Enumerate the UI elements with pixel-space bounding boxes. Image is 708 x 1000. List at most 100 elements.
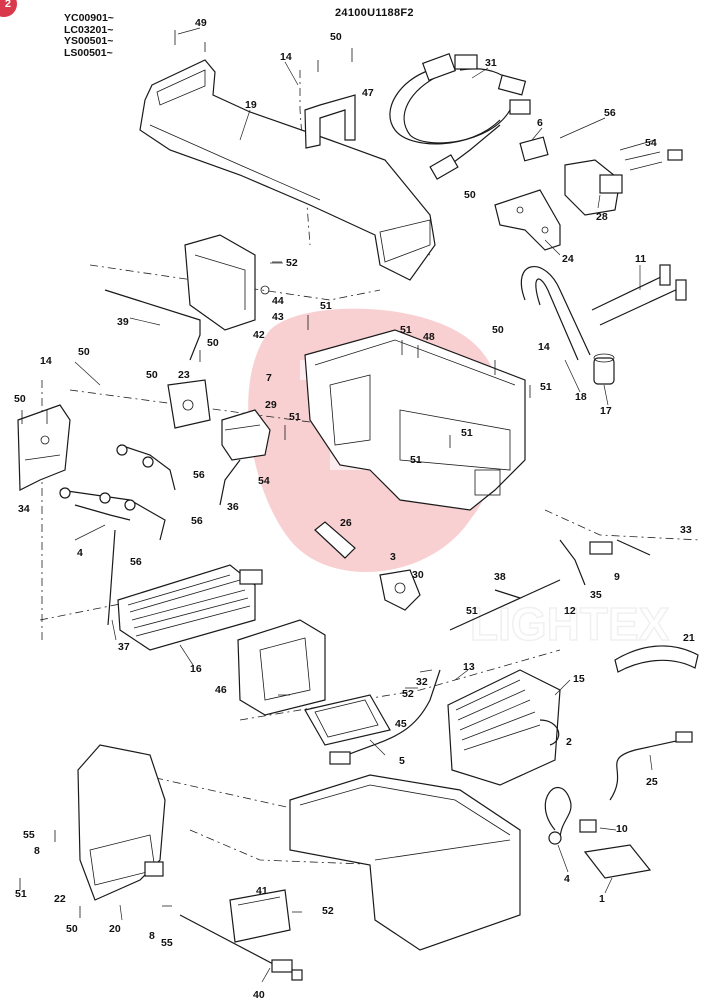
pad-1 — [583, 844, 652, 879]
bracket-assembly-42 — [184, 234, 270, 331]
callout-8: 8 — [149, 930, 155, 942]
callout-19: 19 — [245, 99, 257, 111]
callout-34: 34 — [18, 503, 30, 515]
callout-12: 12 — [564, 605, 576, 617]
callout-28: 28 — [596, 211, 608, 223]
bracket-47 — [304, 94, 356, 149]
callout-55: 55 — [161, 937, 173, 949]
page-badge: 2 — [0, 0, 17, 17]
callout-50: 50 — [78, 346, 90, 358]
callout-21: 21 — [683, 632, 695, 644]
callout-51: 51 — [540, 381, 552, 393]
callout-40: 40 — [253, 989, 265, 1000]
callout-33: 33 — [680, 524, 692, 536]
callout-22: 22 — [54, 893, 66, 905]
callout-5: 5 — [399, 755, 405, 767]
callout-54: 54 — [258, 475, 270, 487]
callout-31: 31 — [485, 57, 497, 69]
callout-9: 9 — [614, 571, 620, 583]
callout-7: 7 — [266, 372, 272, 384]
clip-10 — [579, 819, 597, 833]
callout-51: 51 — [461, 427, 473, 439]
callout-49: 49 — [195, 17, 207, 29]
callout-51: 51 — [410, 454, 422, 466]
callout-39: 39 — [117, 316, 129, 328]
callout-24: 24 — [562, 253, 574, 265]
callout-15: 15 — [573, 673, 585, 685]
frame-46 — [237, 619, 326, 716]
cable-37 — [107, 529, 116, 626]
callout-30: 30 — [412, 569, 424, 581]
motor-29 — [221, 409, 271, 461]
callout-52: 52 — [322, 905, 334, 917]
callout-51: 51 — [15, 888, 27, 900]
callout-51: 51 — [289, 411, 301, 423]
callout-48: 48 — [423, 331, 435, 343]
callout-10: 10 — [616, 823, 628, 835]
link-rod-39 — [104, 289, 201, 361]
air-duct-20 — [77, 744, 166, 901]
callout-50: 50 — [492, 324, 504, 336]
callout-20: 20 — [109, 923, 121, 935]
thermo-switch-4 — [544, 787, 572, 845]
callout-51: 51 — [320, 300, 332, 312]
callout-50: 50 — [14, 393, 26, 405]
callout-51: 50 — [66, 923, 78, 935]
callout-14: 14 — [40, 355, 52, 367]
callout-56: 56 — [604, 107, 616, 119]
callout-13: 13 — [463, 661, 475, 673]
serial-number-list: YC00901~ LC03201~ YS00501~ LS00501~ — [64, 12, 114, 59]
rod-33 — [616, 539, 651, 556]
callout-43: 43 — [272, 311, 284, 323]
callout-46: 46 — [215, 684, 227, 696]
gasket-45 — [304, 694, 391, 746]
callout-25: 25 — [646, 776, 658, 788]
callout-11: 11 — [635, 253, 646, 265]
lower-housing — [289, 774, 521, 951]
callout-56: 56 — [193, 469, 205, 481]
valve-30 — [379, 569, 421, 611]
heater-unit-housing — [304, 329, 526, 511]
callout-42: 42 — [253, 329, 265, 341]
callout-23: 23 — [178, 369, 190, 381]
callout-52: 52 — [402, 688, 414, 700]
sensor-cable-25 — [609, 731, 693, 801]
serial-range: YC00901~ — [64, 12, 114, 24]
callout-2: 2 — [566, 736, 572, 748]
callout-50: 51 — [466, 605, 478, 617]
heater-core-16 — [117, 564, 263, 651]
bracket-9 — [589, 541, 613, 555]
cable-5 — [329, 669, 441, 765]
callout-36: 36 — [227, 501, 239, 513]
wire-harness-31 — [389, 52, 531, 180]
callout-55: 55 — [23, 829, 35, 841]
callout-1: 1 — [599, 893, 605, 905]
serial-range: YS00501~ — [64, 35, 114, 47]
connector-6 — [519, 136, 549, 162]
evaporator-15 — [447, 669, 561, 786]
hose-21 — [614, 645, 699, 673]
callout-52: 52 — [286, 257, 298, 269]
cable-40 — [179, 914, 303, 981]
callout-44: 44 — [272, 295, 284, 307]
rod-38 — [449, 579, 561, 631]
drain-hose-18 — [520, 266, 591, 361]
callout-56: 56 — [191, 515, 203, 527]
callout-41: 41 — [256, 885, 268, 897]
callout-4: 4 — [564, 873, 570, 885]
fasteners — [19, 30, 531, 918]
bracket-24 — [494, 189, 561, 251]
callout-50: 50 — [207, 337, 219, 349]
callout-6: 6 — [537, 117, 543, 129]
callout-32: 32 — [416, 676, 428, 688]
panel-41 — [229, 889, 291, 943]
callout-17: 17 — [600, 405, 612, 417]
callout-14: 14 — [538, 341, 550, 353]
callout-8: 8 — [34, 845, 40, 857]
drawing-code: 24100U1188F2 — [335, 7, 414, 19]
callout-26: 26 — [340, 517, 352, 529]
callout-38: 38 — [494, 571, 506, 583]
callout-50: 50 — [146, 369, 158, 381]
callout-14: 14 — [280, 51, 292, 63]
